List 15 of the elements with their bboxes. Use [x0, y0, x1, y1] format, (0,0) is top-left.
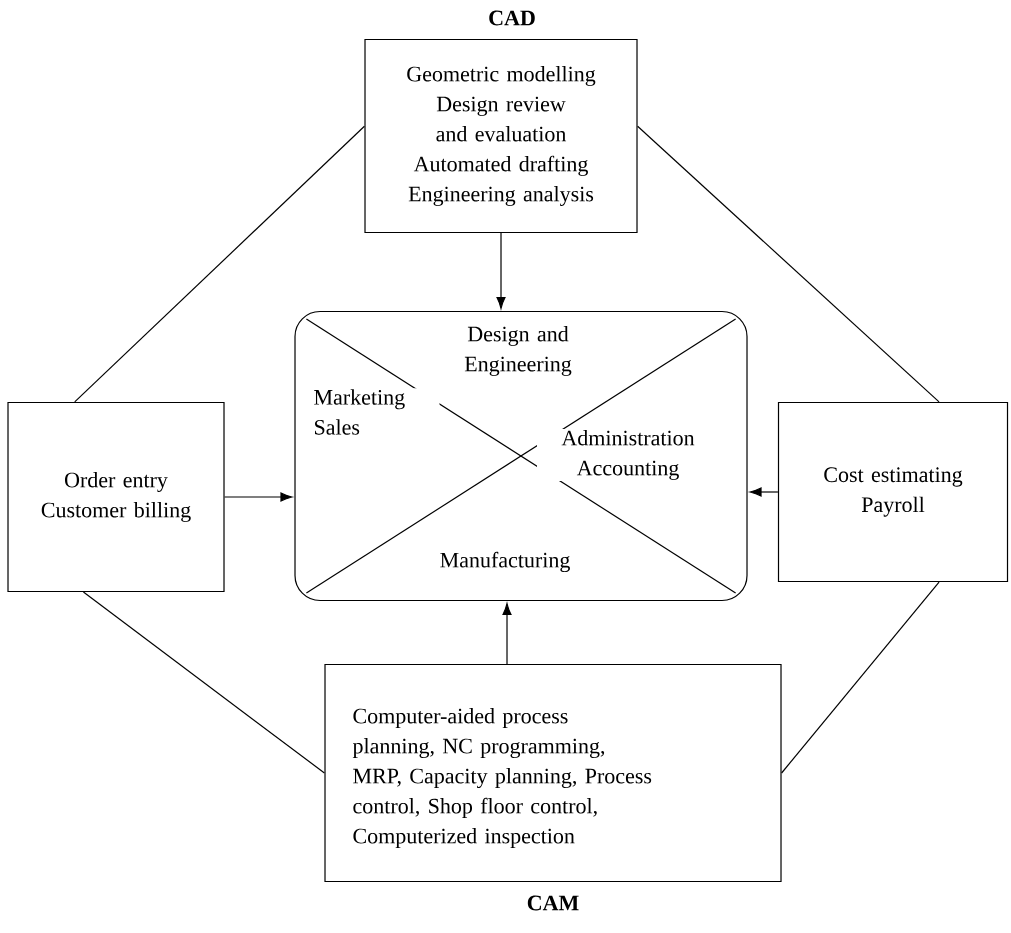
arrow [502, 603, 512, 665]
connector-line [781, 581, 940, 774]
process-box: Order entry Customer billing [7, 401, 225, 593]
arrow [224, 492, 293, 502]
process-box: CAD Geometric modelling Design review and evaluation Automated drafting Engineering analysis [364, 10, 638, 234]
connector-line [74, 125, 365, 403]
connector-line [82, 591, 325, 774]
arrow [496, 232, 506, 309]
connector-line [637, 125, 940, 403]
node-label: CAD [489, 10, 535, 26]
process-box: Cost estimating Payroll [777, 401, 1009, 583]
node-label: CAM [527, 895, 579, 911]
function-box: Design and Engineering Marketing Sales Administration Accounting Manufacturing [294, 310, 748, 602]
arrow [749, 487, 779, 497]
process-box: Computer-aided process planning, NC programming, MRP, Capacity planning, Process control, Shop floor control, Computerized inspection CAM [324, 663, 782, 911]
